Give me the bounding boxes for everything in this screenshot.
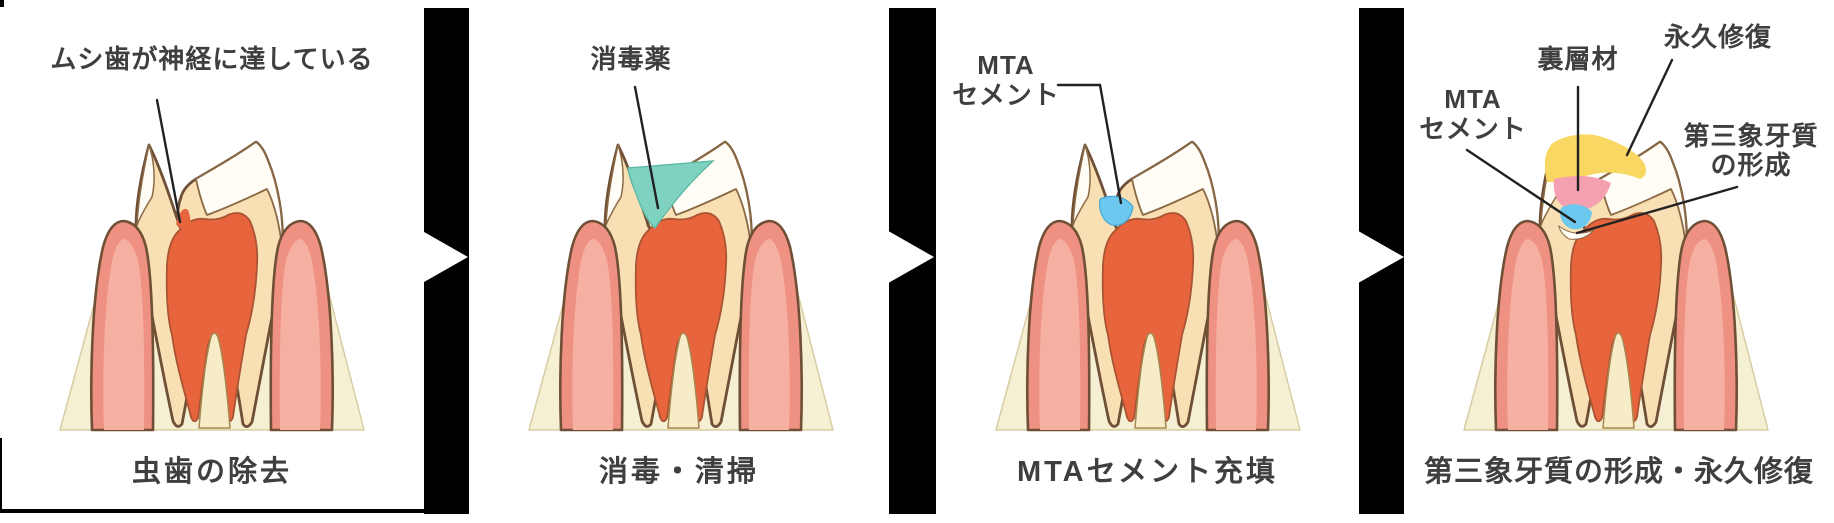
leader-line-cavity [155,98,182,224]
disinfectant-fill [627,160,715,230]
lining-material-fill [1553,175,1611,211]
tertiary-dentin-fill [1558,224,1595,240]
annotation-line2: の形成 [1710,150,1792,180]
annotation-label-lining: 裏層材 [1537,44,1619,74]
annotation-label-cavity: ムシ歯が神経に達している [50,44,374,74]
corner-mark [0,0,4,7]
annotation-line2: セメント [1419,114,1527,144]
annotation-line1: 第三象牙質 [1683,121,1819,151]
tooth-illustration-3 [994,83,1302,432]
panel1-left-border [0,438,2,513]
leader-line-tertiary-dentin [1575,185,1739,235]
tooth-illustration-1 [58,98,366,432]
permanent-restoration-fill [1544,134,1647,183]
panel1-bottom-border [0,509,469,513]
tooth-illustration-2 [527,85,835,432]
step-caption-2: 消毒・清掃 [598,456,759,488]
mta-cement-fill [1560,204,1592,230]
step-caption-1: 虫歯の除去 [131,456,292,488]
step-caption-3: MTAセメント充填 [1016,456,1279,488]
annotation-line2: セメント [952,80,1060,110]
mta-cement-fill [1098,195,1134,226]
annotation-label-restoration: 永久修復 [1663,22,1772,52]
tooth-illustration-4 [1462,58,1770,432]
leader-line-disinfectant [633,85,660,210]
annotation-line1: MTA [977,50,1035,80]
step-panel-2: 消毒薬 消毒・清掃 [469,0,889,523]
leader-line-mta [1056,83,1123,205]
leader-line-restoration [1625,58,1674,157]
leader-line-mta [1465,148,1577,224]
annotation-line1: MTA [1444,84,1502,114]
step-caption-4: 第三象牙質の形成・永久修復 [1423,456,1814,488]
annotation-label-disinfectant: 消毒薬 [590,44,672,74]
annotation-label-tertiary-dentin: 第三象牙質の形成 [1681,122,1821,180]
step-panel-1: ムシ歯が神経に達している 虫歯の除去 [0,0,424,523]
